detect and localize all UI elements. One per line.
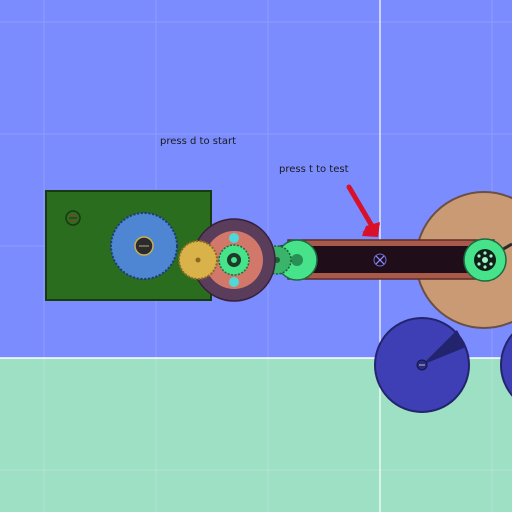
chassis-bolt[interactable] — [65, 210, 81, 226]
wheel-right[interactable] — [500, 318, 512, 412]
gear-blue[interactable] — [110, 212, 178, 280]
wheel-left[interactable] — [374, 317, 470, 413]
x-cross-icon[interactable] — [373, 253, 387, 267]
gear-yellow[interactable] — [178, 240, 218, 280]
rotor-disc[interactable] — [192, 218, 276, 302]
test-hint-text: press t to test — [279, 164, 349, 175]
start-hint-text: press d to start — [160, 136, 236, 147]
arm-channel — [292, 246, 490, 273]
background-grid-ground — [0, 358, 512, 512]
red-arrow-icon — [346, 184, 380, 237]
arm-end-gear[interactable] — [463, 238, 507, 282]
